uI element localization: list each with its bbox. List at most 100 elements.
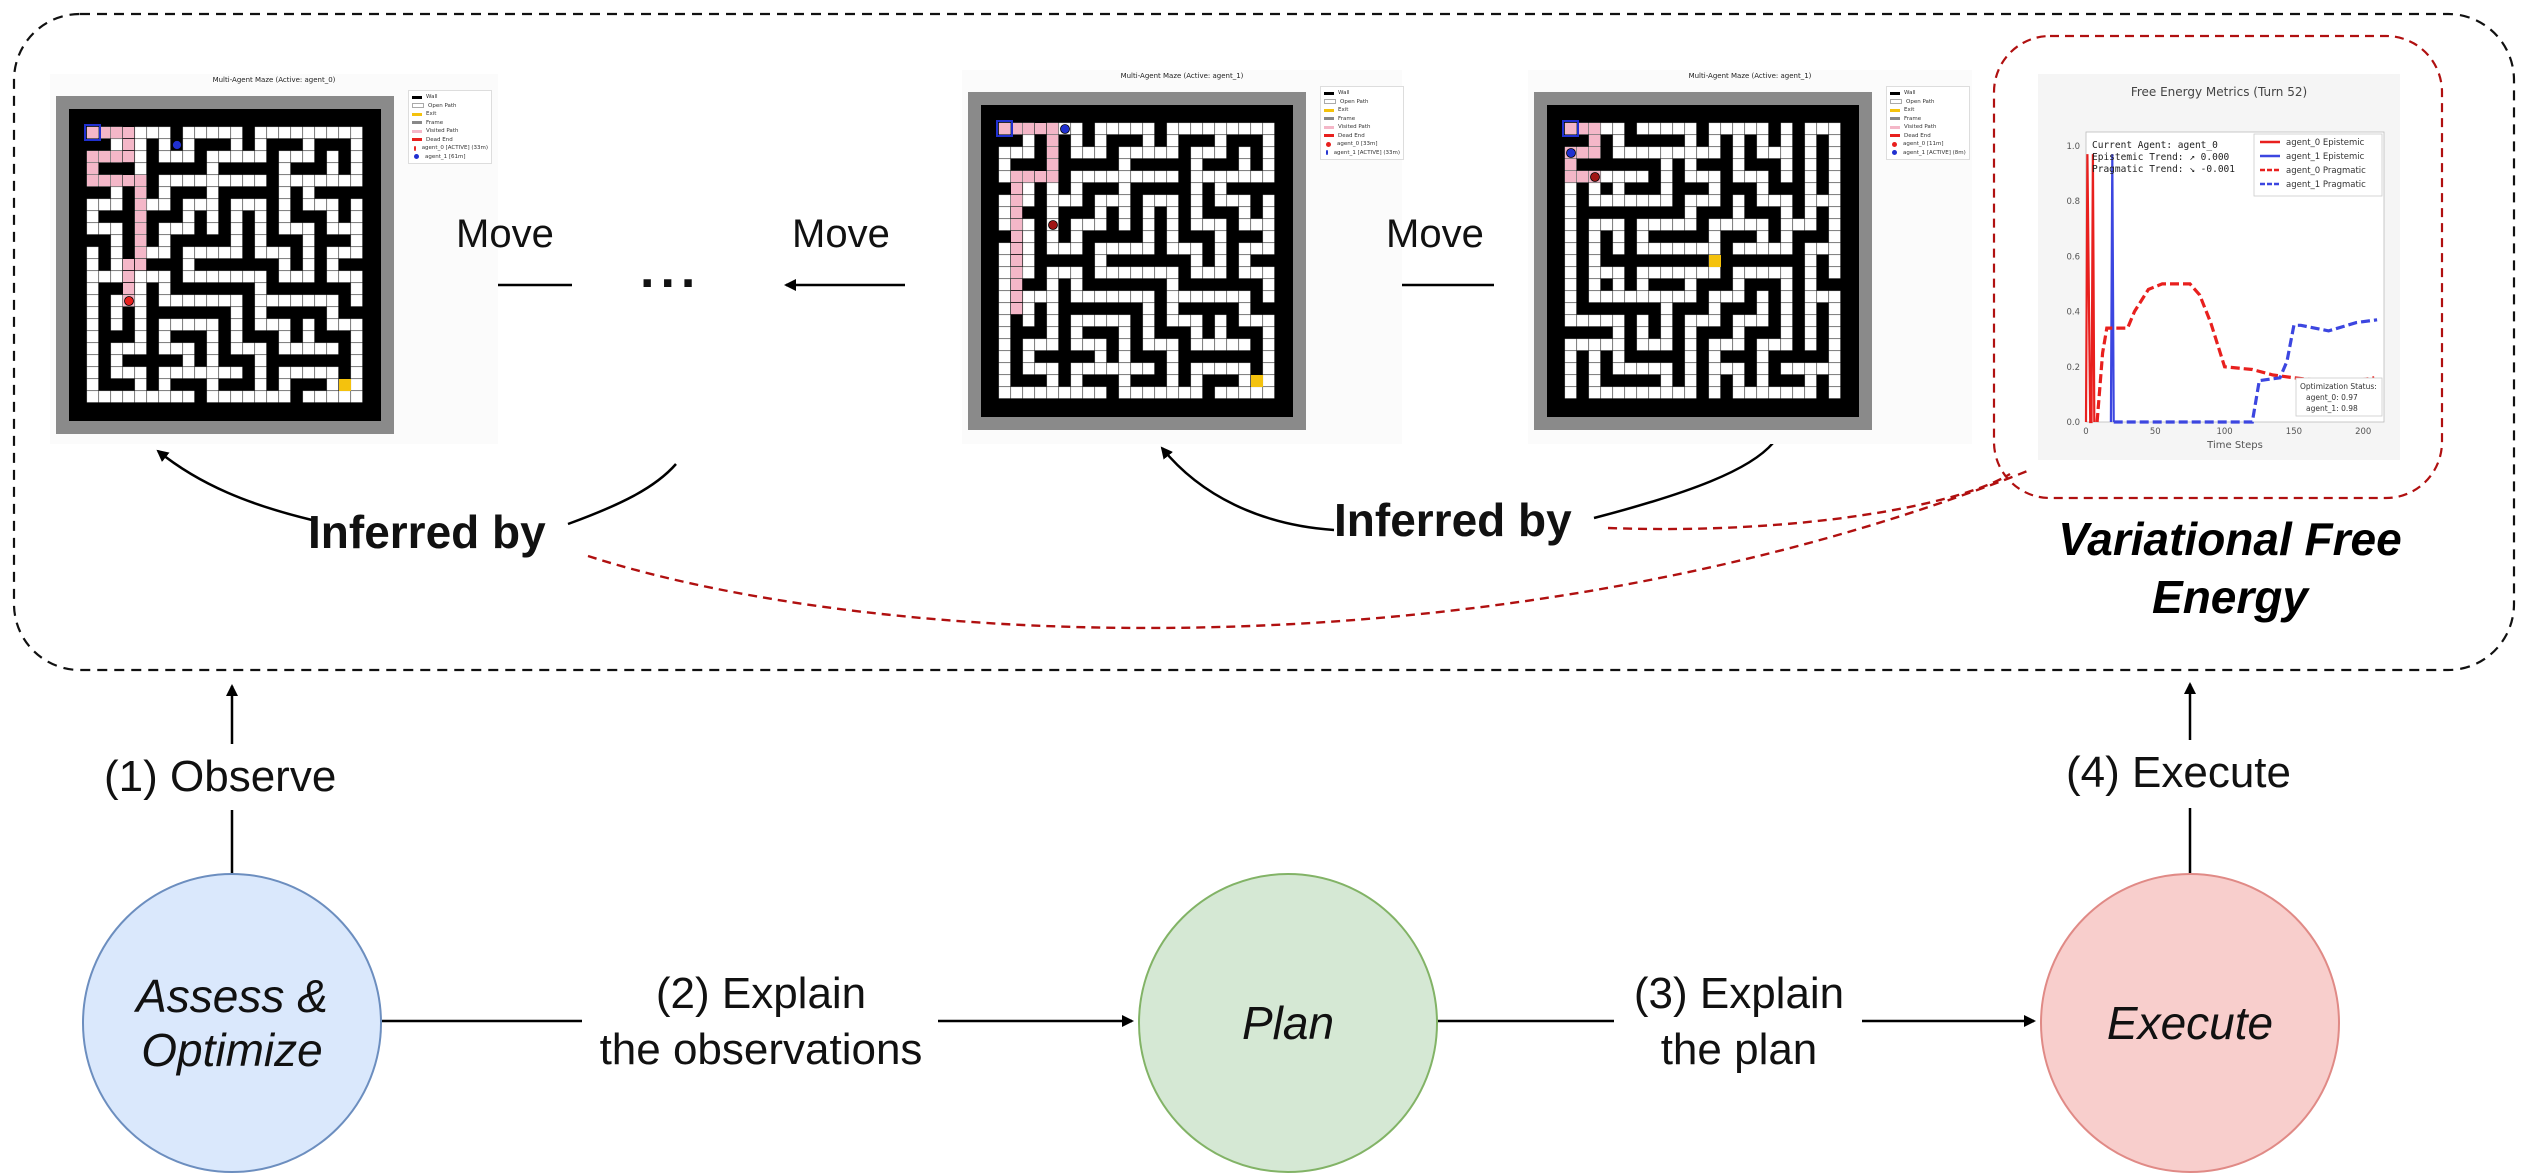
- legend-text: Exit: [426, 111, 437, 117]
- maze-open-cell: [1046, 374, 1059, 387]
- maze-open-cell: [998, 170, 1011, 183]
- maze-open-cell: [1214, 182, 1227, 195]
- maze-visited-cell: [123, 271, 135, 283]
- maze-open-cell: [1022, 290, 1035, 303]
- legend-text: Wall: [1338, 90, 1350, 96]
- maze-open-cell: [182, 210, 195, 223]
- maze-open-cell: [230, 126, 243, 139]
- maze-open-cell: [1106, 290, 1119, 303]
- maze-open-cell: [146, 126, 159, 139]
- maze-open-cell: [998, 374, 1011, 387]
- maze-open-cell: [1828, 338, 1841, 351]
- maze-grid-1: [56, 96, 394, 434]
- maze-open-cell: [182, 366, 195, 379]
- maze-open-cell: [158, 174, 171, 187]
- maze-open-cell: [266, 294, 279, 307]
- maze-open-cell: [254, 174, 267, 187]
- maze-visited-cell: [87, 151, 99, 163]
- maze-open-cell: [350, 174, 363, 187]
- maze-open-cell: [1624, 170, 1637, 183]
- maze-open-cell: [254, 294, 267, 307]
- maze-open-cell: [110, 294, 123, 307]
- maze-open-cell: [302, 258, 315, 271]
- maze-open-cell: [182, 390, 195, 403]
- maze-open-cell: [1672, 266, 1685, 279]
- maze-open-cell: [1636, 122, 1649, 135]
- maze-open-cell: [1118, 386, 1131, 399]
- chart-legend-label: agent_0 Epistemic: [2286, 138, 2365, 148]
- maze-visited-cell: [1011, 255, 1023, 267]
- maze-open-cell: [1684, 206, 1697, 219]
- maze-open-cell: [206, 270, 219, 283]
- maze-open-cell: [1214, 254, 1227, 267]
- maze-open-cell: [1214, 314, 1227, 327]
- maze-open-cell: [278, 222, 291, 235]
- maze-open-cell: [1732, 242, 1745, 255]
- maze-open-cell: [1082, 146, 1095, 159]
- maze-open-cell: [350, 198, 363, 211]
- maze-open-cell: [182, 246, 195, 259]
- maze-open-cell: [1828, 350, 1841, 363]
- maze-open-cell: [1190, 122, 1203, 135]
- free-energy-chart-svg: Free Energy Metrics (Turn 52)0.00.20.40.…: [2066, 85, 2385, 451]
- maze-open-cell: [1166, 134, 1179, 147]
- maze-open-cell: [1768, 194, 1781, 207]
- maze-open-cell: [182, 342, 195, 355]
- maze-open-cell: [350, 390, 363, 403]
- maze-open-cell: [290, 270, 303, 283]
- maze-open-cell: [1564, 302, 1577, 315]
- maze-open-cell: [1732, 374, 1745, 387]
- maze-open-cell: [1022, 134, 1035, 147]
- maze-open-cell: [194, 366, 207, 379]
- maze-open-cell: [1660, 122, 1673, 135]
- maze-open-cell: [1648, 146, 1661, 159]
- maze-visited-cell: [1589, 147, 1601, 159]
- legend-text: Frame: [1338, 115, 1356, 122]
- maze-open-cell: [1130, 170, 1143, 183]
- maze-open-cell: [206, 150, 219, 163]
- maze-open-cell: [350, 246, 363, 259]
- maze-open-cell: [230, 318, 243, 331]
- maze-open-cell: [1696, 242, 1709, 255]
- legend-text: Dead End: [1904, 132, 1931, 139]
- maze-open-cell: [1190, 254, 1203, 267]
- maze-open-cell: [350, 126, 363, 139]
- maze-open-cell: [1636, 314, 1649, 327]
- maze-open-cell: [1588, 314, 1601, 327]
- legend-swatch: [412, 103, 424, 109]
- maze-open-cell: [170, 342, 183, 355]
- maze-open-cell: [1094, 386, 1107, 399]
- maze-open-cell: [110, 354, 123, 367]
- chart-status-text: Optimization Status:: [2300, 382, 2377, 391]
- maze-open-cell: [1756, 374, 1769, 387]
- maze-open-cell: [278, 186, 291, 199]
- maze-open-cell: [998, 206, 1011, 219]
- maze-open-cell: [1142, 218, 1155, 231]
- maze-open-cell: [338, 222, 351, 235]
- explain-plan-line-1: (3) Explain: [1633, 969, 1845, 1018]
- maze-open-cell: [1130, 146, 1143, 159]
- maze-open-cell: [998, 338, 1011, 351]
- maze-open-cell: [1154, 146, 1167, 159]
- maze-open-cell: [1118, 194, 1131, 207]
- maze-open-cell: [1576, 338, 1589, 351]
- maze-open-cell: [1022, 266, 1035, 279]
- maze-open-cell: [1624, 290, 1637, 303]
- maze-open-cell: [1684, 266, 1697, 279]
- maze-open-cell: [1804, 182, 1817, 195]
- maze-open-cell: [146, 246, 159, 259]
- maze-open-cell: [1094, 362, 1107, 375]
- maze-open-cell: [278, 198, 291, 211]
- maze-open-cell: [86, 366, 99, 379]
- maze-open-cell: [1094, 122, 1107, 135]
- maze-visited-cell: [135, 223, 147, 235]
- legend-text: agent_0 [ACTIVE] (33m): [421, 145, 488, 151]
- maze-open-cell: [1636, 266, 1649, 279]
- legend-text: agent_1 [61m]: [425, 153, 466, 160]
- maze-open-cell: [1166, 206, 1179, 219]
- maze-open-cell: [1046, 182, 1059, 195]
- maze-open-cell: [1612, 362, 1625, 375]
- maze-open-cell: [1636, 362, 1649, 375]
- maze-open-cell: [1828, 182, 1841, 195]
- maze-open-cell: [134, 294, 147, 307]
